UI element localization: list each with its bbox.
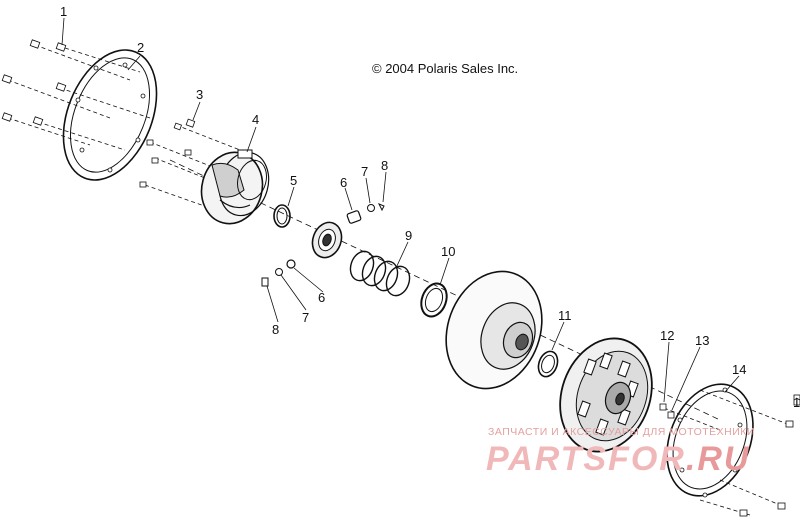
copyright-notice: © 2004 Polaris Sales Inc. [372, 61, 519, 76]
bearing-washer-screw-upper [346, 203, 385, 224]
callout-7: 7 [361, 164, 368, 179]
roller-assembly [311, 221, 343, 259]
gasket-ring-14 [666, 383, 754, 498]
callout-1-right: 1 [793, 395, 800, 410]
callout-13: 13 [695, 333, 709, 348]
fixed-sheave [559, 337, 653, 453]
bolts-right-group [699, 389, 800, 517]
bolts-group-3 [139, 118, 241, 209]
ring-10 [420, 282, 448, 318]
callout-7-lower: 7 [302, 310, 309, 325]
ring-11 [537, 350, 559, 378]
watermark-brand: PARTSFOR [486, 440, 686, 478]
callout-5: 5 [290, 173, 297, 188]
moveable-sheave [445, 270, 543, 390]
callout-leaders [61, 17, 800, 411]
watermark-suffix: .RU [685, 440, 751, 478]
callout-labels: 1 2 3 4 5 6 7 8 9 10 11 12 13 14 8 7 6 1 [60, 4, 800, 410]
callout-6-lower: 6 [318, 290, 325, 305]
bearing-washer-screw-lower [261, 259, 296, 287]
cover-housing-4 [200, 149, 270, 225]
bolts-left-group [1, 39, 151, 151]
watermark-logo: PARTSFOR.RU [486, 440, 750, 479]
gasket-ring-2 [62, 49, 158, 181]
callout-1: 1 [60, 4, 67, 19]
screws-12-13 [659, 403, 721, 431]
callout-14: 14 [732, 362, 746, 377]
callout-12: 12 [660, 328, 674, 343]
callout-10: 10 [441, 244, 455, 259]
spring-9 [349, 250, 411, 297]
ring-5 [273, 204, 291, 228]
callout-8-lower: 8 [272, 322, 279, 337]
watermark-caption: ЗАПЧАСТИ И АКСЕССУАРЫ ДЛЯ МОТОТЕХНИКИ [488, 426, 755, 438]
callout-8: 8 [381, 158, 388, 173]
callout-4: 4 [252, 112, 259, 127]
callout-11: 11 [558, 308, 572, 323]
callout-9: 9 [405, 228, 412, 243]
callout-2: 2 [137, 40, 144, 55]
callout-6: 6 [340, 175, 347, 190]
callout-3: 3 [196, 87, 203, 102]
